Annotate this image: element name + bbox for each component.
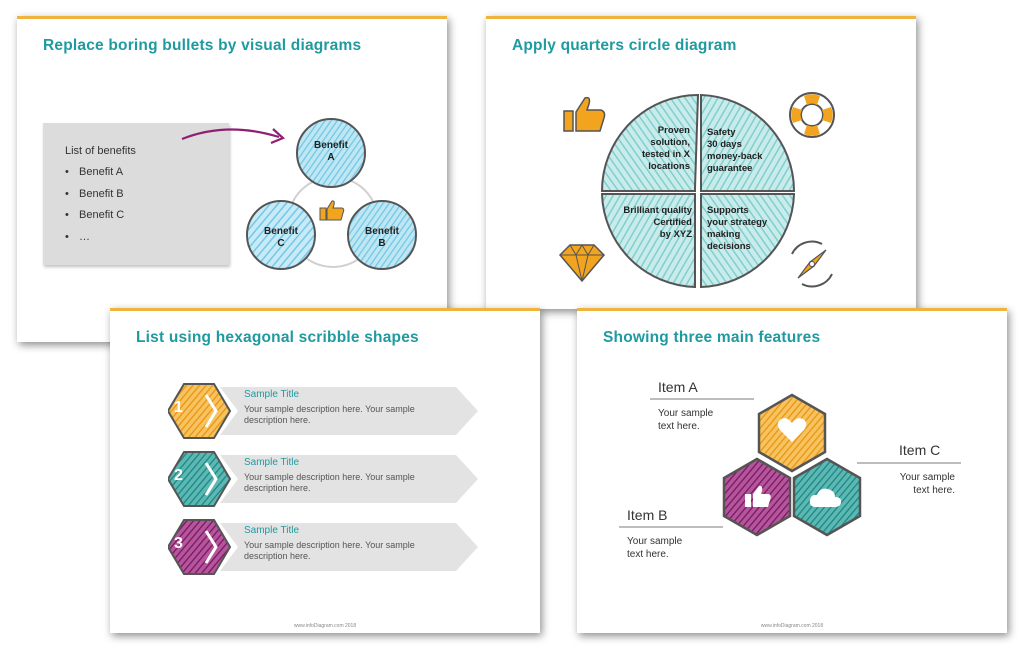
slide-footer: www.infoDiagram.com 2018 xyxy=(760,623,824,629)
row-title: Sample Title xyxy=(244,525,300,536)
thumbs-up-icon xyxy=(745,485,771,507)
slide-title: List using hexagonal scribble shapes xyxy=(136,329,419,346)
quarter-top-right xyxy=(700,93,796,192)
hexagon-3 xyxy=(168,519,232,575)
slide-features: Showing three main features Item A Your … xyxy=(577,308,1007,633)
arrow-connector xyxy=(181,128,280,141)
diamond-icon xyxy=(558,244,606,283)
item-a-title: Item A xyxy=(658,379,698,395)
hexagon-1 xyxy=(168,383,232,439)
row-number: 2 xyxy=(174,467,183,484)
arrow-head xyxy=(270,128,286,145)
thumbs-up-icon xyxy=(563,96,606,132)
item-c-title: Item C xyxy=(899,442,941,458)
list-title: List of benefits xyxy=(65,145,136,157)
quarter-top-left xyxy=(600,93,700,192)
quarters-diagram xyxy=(558,92,835,289)
row-description: Your sample description here. Your sampl… xyxy=(244,404,415,425)
benefit-list: •Benefit A •Benefit B •Benefit C •… xyxy=(65,166,124,252)
slide-hexagons: List using hexagonal scribble shapes xyxy=(110,308,540,633)
compass-icon xyxy=(791,240,833,288)
list-row-1: 1 Sample Title Your sample description h… xyxy=(168,383,480,439)
row-number: 3 xyxy=(174,535,183,552)
row-description: Your sample description here. Your sampl… xyxy=(244,472,415,493)
thumbs-up-icon xyxy=(319,200,345,221)
list-item: •Benefit C xyxy=(65,209,125,221)
list-item: •… xyxy=(65,230,90,243)
slide-title: Apply quarters circle diagram xyxy=(512,37,737,54)
list-item: •Benefit B xyxy=(65,187,124,200)
row-description: Your sample description here. Your sampl… xyxy=(244,540,415,561)
item-b-title: Item B xyxy=(627,507,668,523)
item-b-divider xyxy=(619,526,723,528)
row-title: Sample Title xyxy=(244,389,300,400)
benefit-diagram xyxy=(181,118,417,270)
item-c-divider xyxy=(857,462,961,464)
list-item: •Benefit A xyxy=(65,166,124,178)
circle-benefit-c xyxy=(246,200,316,270)
list-row-2: 2 Sample Title Your sample description h… xyxy=(168,451,480,507)
slide-title: Replace boring bullets by visual diagram… xyxy=(43,37,362,54)
circle-benefit-a xyxy=(296,118,366,188)
row-title: Sample Title xyxy=(244,457,300,468)
slide-footer: www.infoDiagram.com 2018 xyxy=(293,623,357,629)
hexagon-2 xyxy=(168,451,232,507)
slide-quarters: Apply quarters circle diagram xyxy=(486,16,916,309)
quarter-bottom-left xyxy=(600,193,696,289)
features-diagram xyxy=(722,393,862,537)
slide-title: Showing three main features xyxy=(603,329,821,346)
list-row-3: 3 Sample Title Your sample description h… xyxy=(168,519,480,575)
benefit-list-box: List of benefits •Benefit A •Benefit B •… xyxy=(43,123,229,265)
heart-icon xyxy=(777,418,807,442)
slide-bullets: Replace boring bullets by visual diagram… xyxy=(17,16,447,342)
quarter-bottom-right xyxy=(700,193,796,289)
cloud-icon xyxy=(809,488,842,507)
circle-benefit-b xyxy=(347,200,417,270)
row-number: 1 xyxy=(174,399,183,416)
item-a-divider xyxy=(650,398,754,400)
lifebuoy-icon xyxy=(789,92,835,138)
